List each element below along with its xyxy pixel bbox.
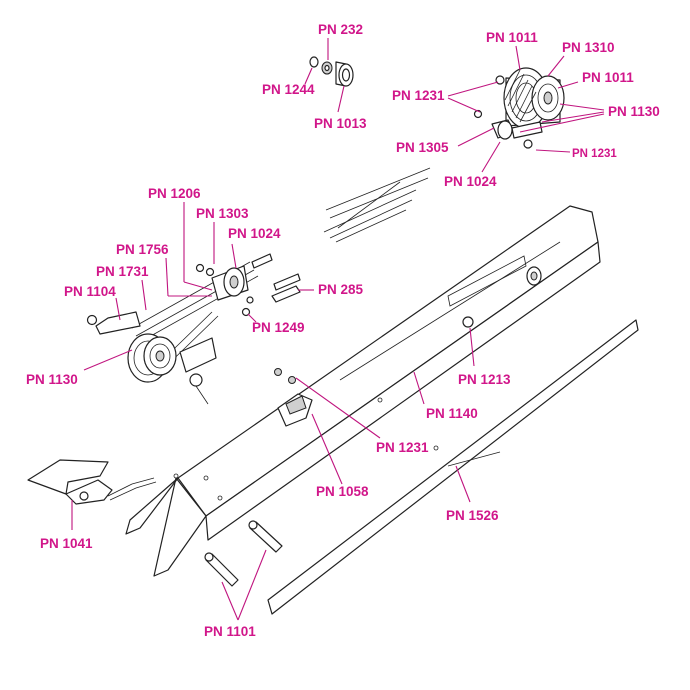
label-pn1310: PN 1310 [562, 40, 615, 55]
part-blade [267, 319, 639, 615]
label-pn1041: PN 1041 [40, 536, 93, 551]
label-pn1213: PN 1213 [458, 372, 511, 387]
part-lower-pulley-assembly [86, 253, 301, 405]
label-pn1104: PN 1104 [64, 284, 116, 299]
part-bracket [27, 459, 157, 505]
label-pn1058: PN 1058 [316, 484, 369, 499]
label-pn1231-upper: PN 1231 [392, 88, 445, 103]
part-upper-pulley-assembly [473, 67, 565, 149]
label-pn1011-top: PN 1011 [486, 30, 538, 45]
label-pn232: PN 232 [318, 22, 363, 37]
label-pn1130-right: PN 1130 [608, 104, 660, 119]
part-number-labels: PN 232 PN 1244 PN 1013 PN 1011 PN 1310 P… [26, 22, 660, 639]
label-pn1024-left: PN 1024 [228, 226, 281, 241]
label-pn1024-right: PN 1024 [444, 174, 497, 189]
part-nut-washer-bushing [309, 56, 354, 87]
label-pn1731: PN 1731 [96, 264, 149, 279]
label-pn1101: PN 1101 [204, 624, 256, 639]
label-pn1130-left: PN 1130 [26, 372, 78, 387]
label-pn1231-small: PN 1231 [572, 148, 617, 160]
label-pn1249: PN 1249 [252, 320, 305, 335]
label-pn1526: PN 1526 [446, 508, 499, 523]
leader-lines [71, 38, 605, 621]
label-pn1303: PN 1303 [196, 206, 249, 221]
label-pn1244: PN 1244 [262, 82, 315, 97]
part-main-beam [125, 205, 601, 577]
part-pins [204, 520, 283, 587]
label-pn1305: PN 1305 [396, 140, 449, 155]
label-pn285: PN 285 [318, 282, 364, 297]
label-pn1756: PN 1756 [116, 242, 169, 257]
label-pn1231-lower: PN 1231 [376, 440, 429, 455]
part-belt-strands [323, 167, 431, 243]
label-pn1011-right: PN 1011 [582, 70, 634, 85]
label-pn1013: PN 1013 [314, 116, 367, 131]
label-pn1140: PN 1140 [426, 406, 478, 421]
label-pn1206: PN 1206 [148, 186, 201, 201]
